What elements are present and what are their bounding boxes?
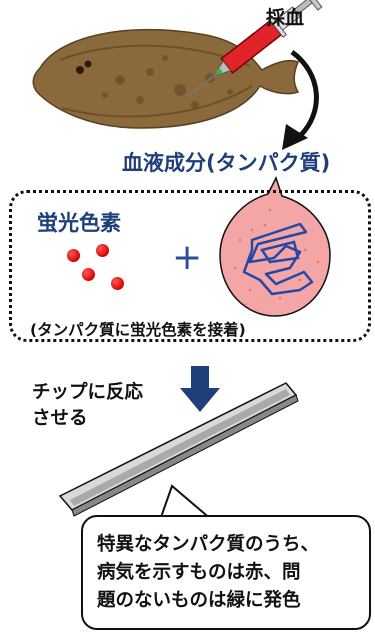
label-binding-note: (タンパク質に蛍光色素を接着) [30, 321, 246, 339]
result-callout: 特異なタンパク質のうち、 病気を示すものは赤、問 題のないものは緑に発色 [81, 515, 371, 630]
label-blood-component: 血液成分(タンパク質) [122, 151, 331, 175]
label-blood-sampling: 採血 [266, 7, 305, 29]
label-chip-line1: チップに反応 [32, 382, 144, 403]
dye-binding-panel [9, 190, 371, 342]
dye-particle [96, 244, 109, 257]
label-fluorescent-dye: 蛍光色素 [37, 211, 121, 235]
curved-arrow-icon [282, 49, 319, 150]
result-line-1: 特異なタンパク質のうち、 [97, 534, 320, 555]
down-arrow-icon [180, 366, 220, 412]
label-chip-line2: させる [32, 408, 88, 429]
dye-particle [82, 268, 95, 281]
result-line-3: 題のないものは緑に発色 [97, 590, 301, 611]
protein-bubble [219, 176, 331, 317]
syringe-icon [187, 0, 323, 98]
dye-particle [111, 277, 124, 290]
result-line-2: 病気を示すものは赤、問 [97, 562, 301, 583]
label-chip-reaction: チップに反応 させる [32, 380, 143, 432]
protein-strand [242, 222, 314, 296]
plus-sign: + [172, 237, 203, 278]
dye-particle [67, 249, 80, 262]
chip-illustration [58, 382, 299, 517]
